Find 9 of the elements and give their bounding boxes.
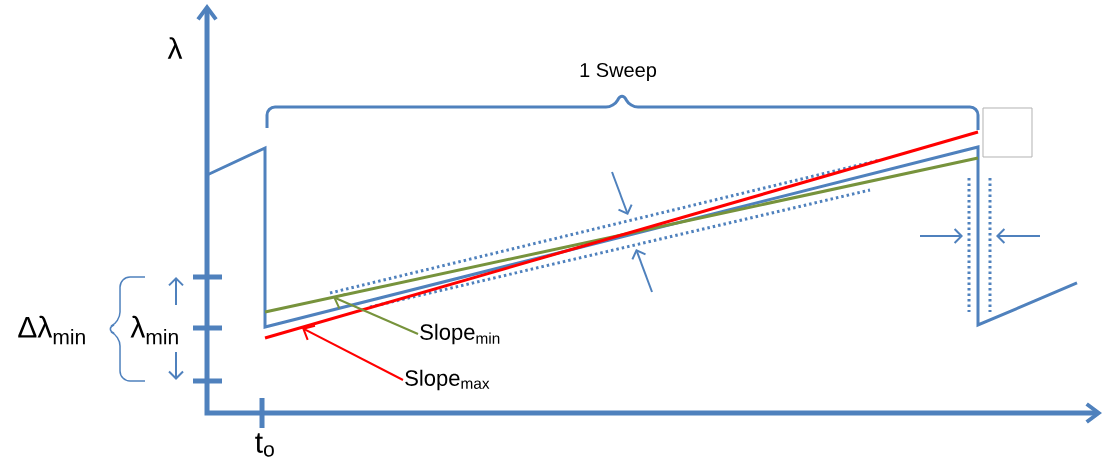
lambda-label: λ$_{min}$ xyxy=(130,315,178,345)
slope-label: Slope$_{max}$ xyxy=(405,369,490,391)
axis-label: λ xyxy=(167,37,183,59)
slope-label: Slope$_{min}$ xyxy=(420,323,500,345)
sweep-label: 1 Sweep xyxy=(580,62,657,82)
delta-lambda-label: Δλ$_{min}$ xyxy=(18,315,85,345)
leader-line xyxy=(302,324,404,381)
leader-line xyxy=(333,292,419,335)
time-label: t$_{o}$ xyxy=(255,433,274,457)
